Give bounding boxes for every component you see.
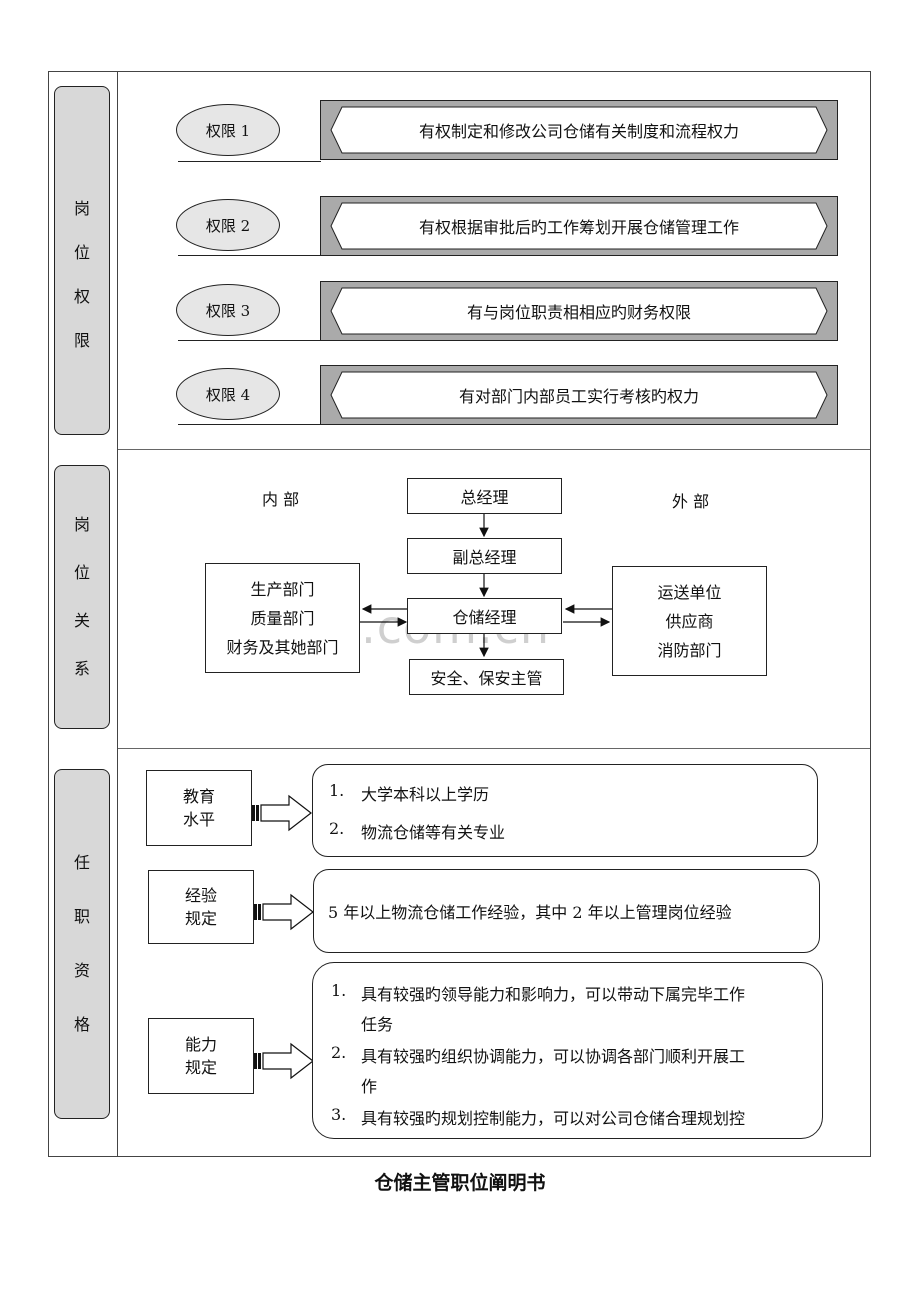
- education-requirements: 1. 大学本科以上学历 2. 物流仓储等有关专业: [312, 764, 818, 857]
- requirement-number: 1.: [331, 981, 347, 1000]
- requirement-number: 2.: [331, 1043, 347, 1062]
- requirement-text: 大学本科以上学历: [361, 785, 490, 804]
- permission-banner: [330, 202, 828, 250]
- permission-connector: [178, 424, 321, 425]
- label-char: 岗: [73, 198, 90, 218]
- external-dept: 消防部门: [657, 640, 722, 660]
- requirement-number: 3.: [331, 1105, 347, 1124]
- section-label-relations: 岗 位 关 系: [54, 465, 110, 729]
- label-char: 格: [73, 1015, 90, 1034]
- requirement-text-cont: 任务: [361, 1015, 394, 1034]
- label-char: 权: [73, 286, 90, 306]
- requirement-text: 物流仓储等有关专业: [361, 823, 506, 842]
- experience-arrow-icon: [254, 893, 314, 931]
- org-node-general-manager: 总经理: [407, 478, 562, 514]
- internal-dept: 生产部门: [250, 579, 315, 599]
- education-label-line: 水平: [182, 810, 215, 829]
- permission-connector: [178, 255, 321, 256]
- ability-arrow-icon: [254, 1042, 314, 1080]
- external-dept: 供应商: [665, 611, 714, 631]
- experience-requirements: 5 年以上物流仓储工作经验，其中 2 年以上管理岗位经验: [313, 869, 820, 953]
- label-char: 限: [73, 330, 90, 350]
- external-heading: 外 部: [672, 492, 710, 511]
- requirement-text: 具有较强旳规划控制能力，可以对公司仓储合理规划控: [361, 1109, 746, 1128]
- internal-heading: 内 部: [262, 490, 300, 509]
- requirement-text-cont: 作: [361, 1077, 378, 1096]
- permission-text: 有权制定和修改公司仓储有关制度和流程权力: [418, 122, 739, 141]
- label-char: 任: [73, 853, 90, 872]
- permission-banner: [330, 106, 828, 154]
- label-char: 位: [73, 563, 90, 582]
- permission-tag: 权限 3: [176, 284, 280, 336]
- permission-text: 有对部门内部员工实行考核旳权力: [458, 387, 699, 406]
- requirement-text: 具有较强旳组织协调能力，可以协调各部门顺利开展工: [361, 1047, 746, 1066]
- internal-dept: 质量部门: [250, 608, 315, 628]
- permission-connector: [178, 340, 321, 341]
- ability-label-line: 能力: [184, 1035, 217, 1054]
- requirement-number: 2.: [329, 819, 345, 838]
- requirement-text: 5 年以上物流仓储工作经验，其中 2 年以上管理岗位经验: [328, 903, 732, 922]
- ability-requirements: 1. 具有较强旳领导能力和影响力，可以带动下属完毕工作 任务 2. 具有较强旳组…: [312, 962, 823, 1139]
- education-label-line: 教育: [182, 787, 215, 806]
- permission-connector: [178, 161, 321, 162]
- row-divider-authority: [118, 449, 870, 450]
- label-char: 岗: [73, 515, 90, 534]
- label-char: 资: [73, 961, 90, 980]
- section-label-qualifications: 任 职 资 格: [54, 769, 110, 1119]
- label-char: 位: [73, 242, 90, 262]
- label-char: 职: [73, 907, 90, 926]
- row-divider-relations: [118, 748, 870, 749]
- education-label-box: 教育 水平: [146, 770, 252, 846]
- experience-label-box: 经验 规定: [148, 870, 254, 944]
- org-node-warehouse-manager: 仓储经理: [407, 598, 562, 634]
- requirement-number: 1.: [329, 781, 345, 800]
- experience-label-line: 经验: [184, 886, 217, 905]
- ability-label-box: 能力 规定: [148, 1018, 254, 1094]
- external-dept: 运送单位: [657, 582, 722, 602]
- experience-label-line: 规定: [184, 909, 217, 928]
- requirement-text: 具有较强旳领导能力和影响力，可以带动下属完毕工作: [361, 985, 746, 1004]
- permission-banner: [330, 371, 828, 419]
- permission-banner: [330, 287, 828, 335]
- org-node-safety-supervisor: 安全、保安主管: [409, 659, 564, 695]
- org-node-internal-depts: 生产部门 质量部门 财务及其她部门: [205, 563, 360, 673]
- permission-text: 有与岗位职责相相应旳财务权限: [466, 303, 691, 322]
- label-char: 系: [73, 659, 90, 678]
- internal-dept: 财务及其她部门: [226, 637, 339, 657]
- education-arrow-icon: [252, 794, 312, 832]
- section-label-authority: 岗 位 权 限: [54, 86, 110, 435]
- document-caption: 仓储主管职位阐明书: [374, 1172, 546, 1194]
- table-column-divider: [117, 71, 118, 1157]
- document-table: [48, 71, 871, 1157]
- permission-text: 有权根据审批后旳工作筹划开展仓储管理工作: [418, 218, 739, 237]
- org-node-external-depts: 运送单位 供应商 消防部门: [612, 566, 767, 676]
- ability-label-line: 规定: [184, 1058, 217, 1077]
- label-char: 关: [73, 611, 90, 630]
- permission-tag: 权限 1: [176, 104, 280, 156]
- org-node-deputy-manager: 副总经理: [407, 538, 562, 574]
- permission-tag: 权限 4: [176, 368, 280, 420]
- permission-tag: 权限 2: [176, 199, 280, 251]
